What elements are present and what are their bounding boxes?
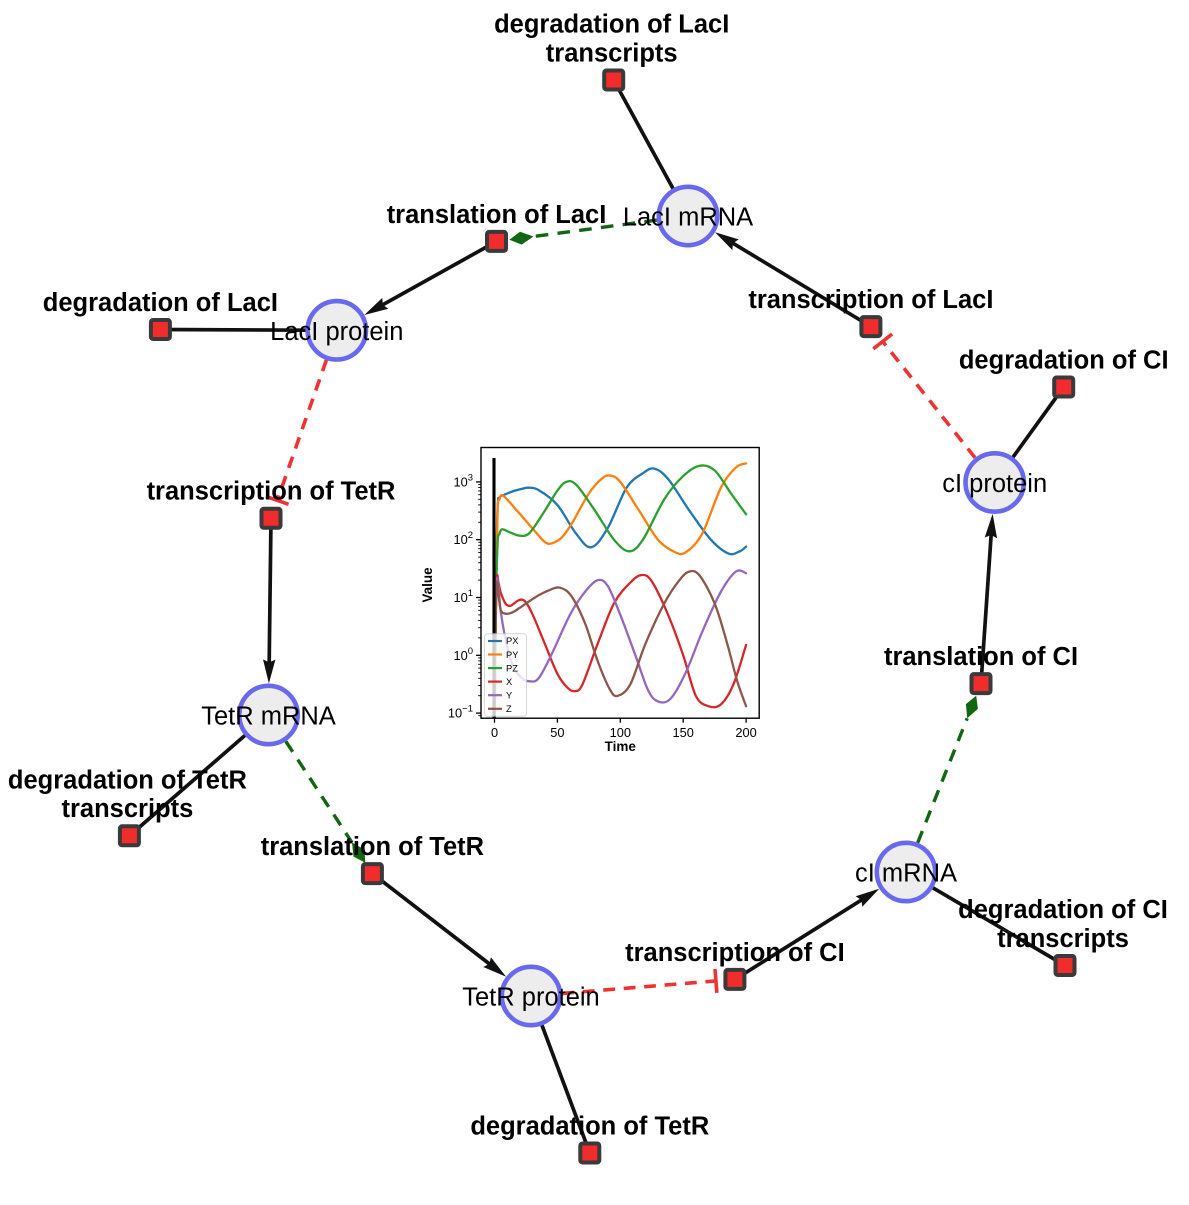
svg-text:transcription of TetR: transcription of TetR <box>147 478 396 506</box>
svg-text:0: 0 <box>491 725 498 740</box>
svg-text:cI mRNA: cI mRNA <box>855 860 957 888</box>
svg-text:Value: Value <box>420 567 435 603</box>
svg-text:200: 200 <box>735 725 756 740</box>
svg-text:degradation of CI: degradation of CI <box>958 896 1168 924</box>
svg-text:PX: PX <box>506 636 518 646</box>
svg-text:transcripts: transcripts <box>546 39 678 67</box>
svg-text:degradation of TetR: degradation of TetR <box>470 1112 709 1140</box>
svg-text:transcription of LacI: transcription of LacI <box>748 286 993 314</box>
svg-text:PZ: PZ <box>506 663 518 673</box>
svg-text:150: 150 <box>673 725 694 740</box>
svg-text:Y: Y <box>506 690 512 700</box>
svg-text:50: 50 <box>550 725 564 740</box>
svg-text:translation of LacI: translation of LacI <box>387 201 607 229</box>
svg-text:degradation of LacI: degradation of LacI <box>494 11 729 39</box>
svg-text:PY: PY <box>506 650 518 660</box>
svg-text:translation of CI: translation of CI <box>884 643 1078 671</box>
svg-text:X: X <box>506 677 512 687</box>
svg-text:translation of TetR: translation of TetR <box>261 833 484 861</box>
svg-text:TetR mRNA: TetR mRNA <box>201 703 336 731</box>
svg-text:TetR protein: TetR protein <box>462 984 600 1012</box>
svg-text:degradation of TetR: degradation of TetR <box>8 766 247 794</box>
svg-text:degradation of LacI: degradation of LacI <box>43 289 278 317</box>
svg-text:transcripts: transcripts <box>62 795 194 823</box>
svg-text:transcription of CI: transcription of CI <box>625 939 845 967</box>
svg-text:100: 100 <box>610 725 631 740</box>
svg-text:LacI protein: LacI protein <box>270 318 403 346</box>
svg-text:transcripts: transcripts <box>997 925 1129 953</box>
svg-text:LacI mRNA: LacI mRNA <box>623 204 753 232</box>
svg-text:cI protein: cI protein <box>942 470 1047 498</box>
svg-text:Z: Z <box>506 704 512 714</box>
svg-text:degradation of CI: degradation of CI <box>959 346 1169 374</box>
svg-text:Time: Time <box>605 739 637 754</box>
